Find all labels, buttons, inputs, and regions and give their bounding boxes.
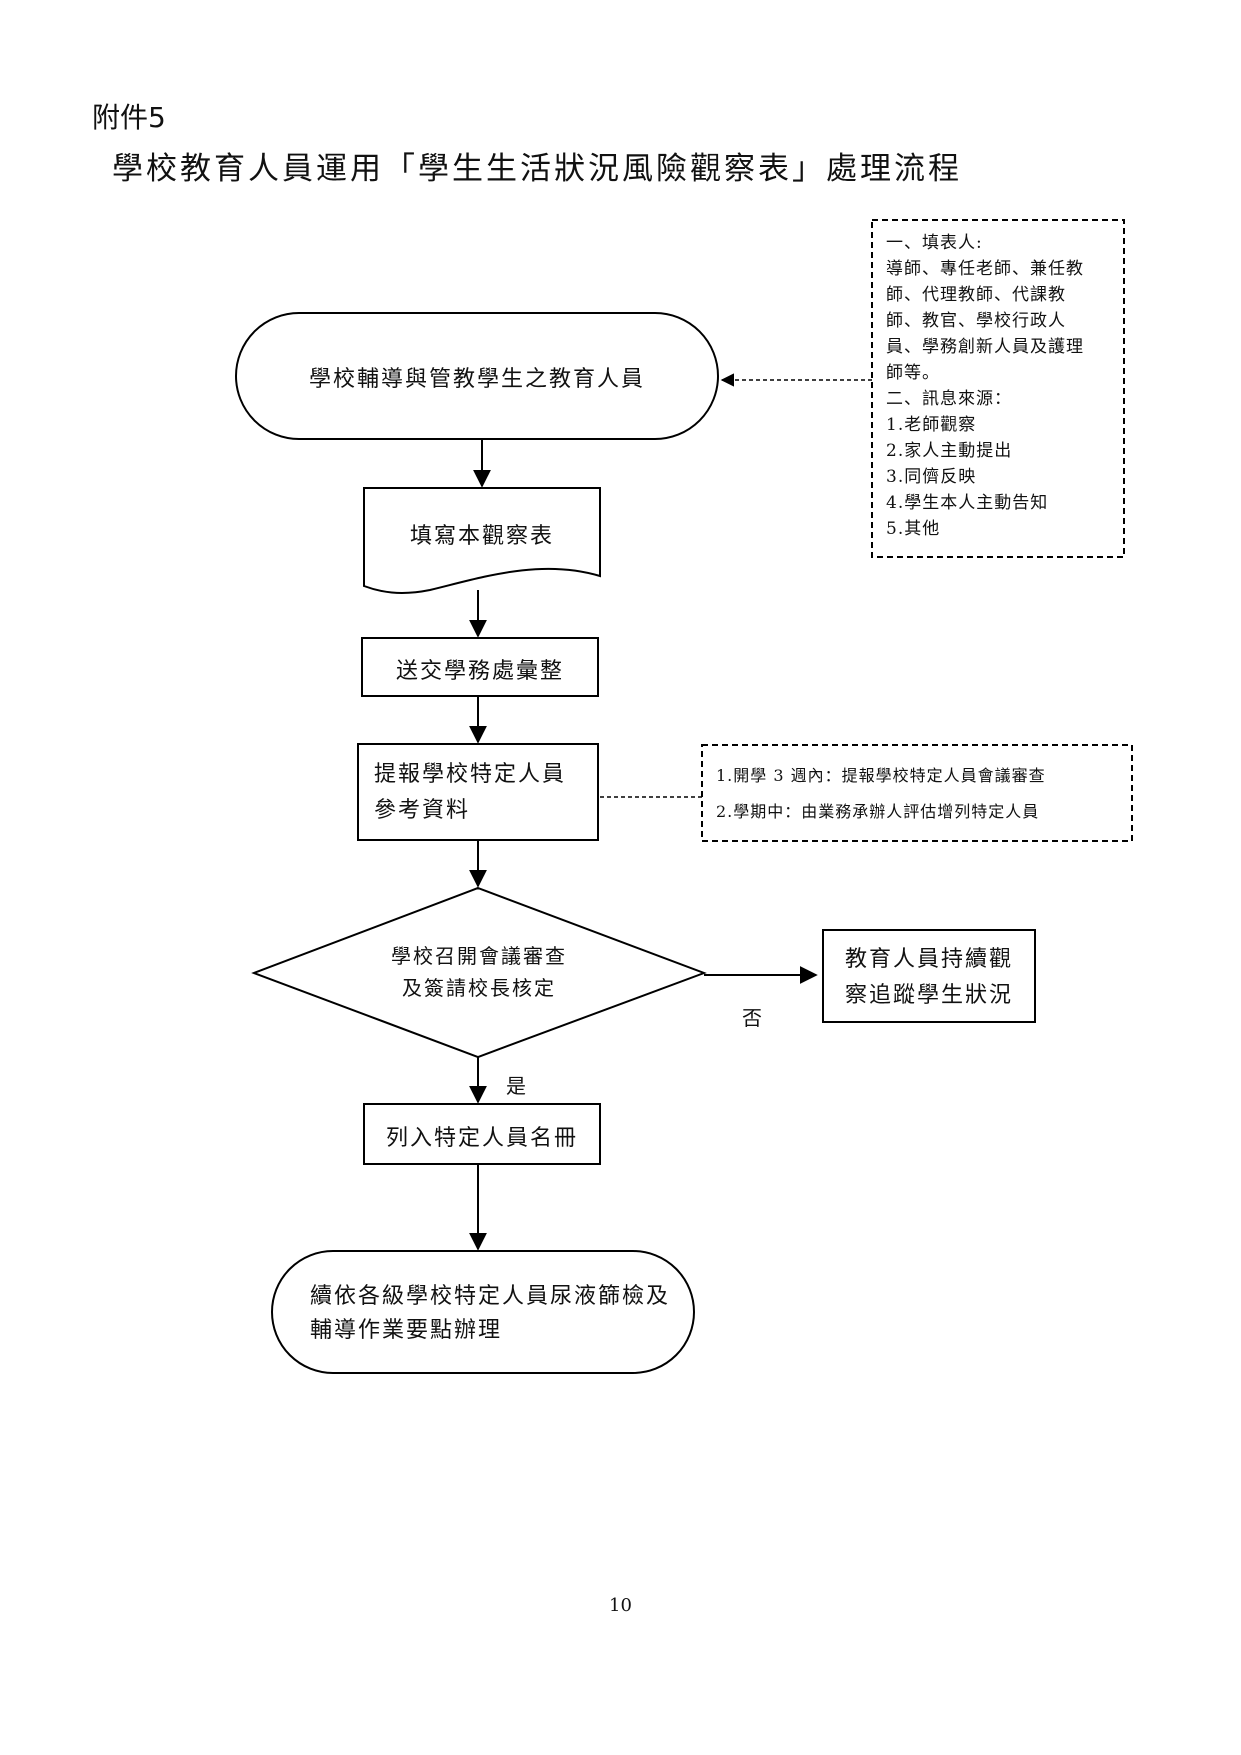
no-branch-label-line-1: 教育人員持續觀 [844, 947, 1013, 972]
decision-label-line-1: 學校召開會議審查 [391, 944, 567, 968]
no-branch-label: 教育人員持續觀 察追蹤學生狀況 [823, 942, 1035, 1014]
filler-note-line: 1.老師觀察 [886, 415, 977, 435]
edge-label-yes: 是 [506, 1074, 528, 1098]
page-number: 10 [609, 1595, 632, 1616]
filler-note-line: 2.家人主動提出 [886, 441, 1013, 461]
filler-note-text: 一、填表人: 導師、專任老師、兼任教 師、代理教師、代課教 師、教官、學校行政人… [886, 230, 1084, 542]
timing-note-box [701, 744, 1133, 842]
filler-note-line: 二、訊息來源： [886, 389, 1012, 409]
filler-note-line: 師、教官、學校行政人 [886, 311, 1066, 331]
filler-note-line: 5.其他 [886, 519, 941, 539]
filler-note-line: 4.學生本人主動告知 [886, 493, 1049, 513]
filler-note-line: 員、學務創新人員及護理 [886, 337, 1084, 357]
filler-note-line: 師等。 [886, 363, 940, 383]
report-label: 提報學校特定人員 參考資料 [374, 757, 566, 829]
timing-note-line-2: 2.學期中：由業務承辦人評估增列特定人員 [716, 802, 1040, 821]
filler-note-box [871, 219, 1125, 558]
end-label-line-1: 續依各級學校特定人員尿液篩檢及 [310, 1284, 671, 1309]
submit-label: 送交學務處彙整 [395, 659, 564, 684]
edge-label-no: 否 [742, 1006, 764, 1030]
timing-note-text: 1.開學 3 週內：提報學校特定人員會議審查 2.學期中：由業務承辦人評估增列特… [716, 758, 1046, 830]
end-terminator [271, 1250, 695, 1374]
start-label: 學校輔導與管教學生之教育人員 [308, 367, 645, 392]
submit-box [361, 637, 599, 697]
filler-note-line: 導師、專任老師、兼任教 [886, 259, 1084, 279]
report-label-line-1: 提報學校特定人員 [374, 762, 567, 787]
timing-note-line-1: 1.開學 3 週內：提報學校特定人員會議審查 [716, 766, 1046, 785]
decision-label-line-2: 及簽請校長核定 [402, 976, 556, 1000]
start-terminator [235, 312, 719, 440]
filler-note-line: 師、代理教師、代課教 [886, 285, 1066, 305]
filler-note-line: 3.同儕反映 [886, 467, 977, 487]
fill-form-document [363, 487, 601, 594]
no-branch-label-line-2: 察追蹤學生狀況 [844, 983, 1013, 1008]
list-register-label: 列入特定人員名冊 [385, 1126, 578, 1151]
decision-label: 學校召開會議審查 及簽請校長核定 [254, 940, 704, 1004]
filler-note-line: 一、填表人: [886, 233, 983, 253]
attachment-label: 附件5 [92, 101, 166, 134]
no-branch-box [822, 929, 1036, 1023]
report-label-line-2: 參考資料 [374, 798, 471, 823]
end-label-line-2: 輔導作業要點辦理 [310, 1318, 503, 1343]
end-label: 續依各級學校特定人員尿液篩檢及 輔導作業要點辦理 [310, 1280, 670, 1348]
list-register-box [363, 1103, 601, 1165]
fill-form-label: 填寫本觀察表 [409, 524, 554, 549]
page-title: 學校教育人員運用「學生生活狀況風險觀察表」處理流程 [112, 151, 962, 187]
